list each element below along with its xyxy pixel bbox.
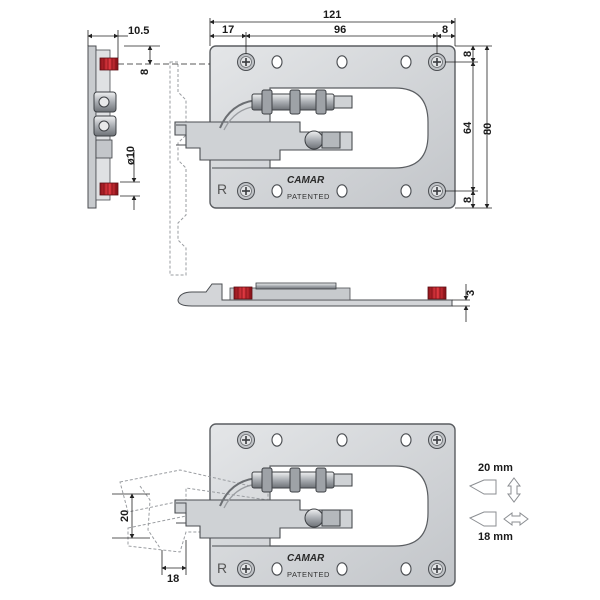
dim-18: 18 — [167, 573, 179, 585]
dim-96: 96 — [334, 24, 346, 36]
screw-icon — [236, 52, 256, 72]
dim-17: 17 — [222, 24, 234, 36]
hole-icon — [400, 433, 412, 447]
r-mark: R — [217, 181, 227, 197]
dim-64: 64 — [462, 121, 474, 134]
lower-dimensions — [112, 493, 187, 575]
hole-icon — [400, 55, 412, 69]
patented-label: PATENTED — [287, 192, 330, 201]
dim-20: 20 — [119, 510, 131, 522]
dashed-cabinet-profile — [169, 61, 187, 276]
threaded-stud-icon — [99, 57, 119, 71]
threaded-stud-icon — [427, 286, 447, 300]
lower-hanger-assembly: R CAMAR PATENTED — [119, 423, 456, 587]
threaded-stud-icon — [233, 286, 253, 300]
dim-8-right-bottom: 8 — [462, 197, 474, 203]
r-mark-lower: R — [217, 560, 227, 576]
screw-icon — [427, 559, 447, 579]
brand-label-lower: CAMAR — [287, 553, 325, 564]
vertical-arrow-icon — [507, 477, 521, 503]
screw-icon — [427, 430, 447, 450]
hole-icon — [271, 184, 283, 198]
horizontal-arrow-icon — [503, 512, 529, 526]
dim-8-top: 8 — [442, 24, 448, 36]
brand-label: CAMAR — [287, 175, 325, 186]
side-view — [87, 45, 119, 209]
vertical-adjust-label: 20 mm — [478, 462, 513, 474]
dim-8-side: 8 — [139, 69, 151, 75]
hole-icon — [400, 184, 412, 198]
dim-121: 121 — [323, 9, 341, 21]
dim-8-right-top: 8 — [462, 51, 474, 57]
horizontal-adjust-label: 18 mm — [478, 531, 513, 543]
screw-icon — [427, 52, 447, 72]
dim-80: 80 — [482, 123, 494, 135]
side-dimensions — [87, 30, 210, 210]
patented-label-lower: PATENTED — [287, 570, 330, 579]
screw-icon — [236, 559, 256, 579]
dim-diameter-10: ø10 — [125, 146, 137, 165]
hole-icon — [271, 562, 283, 576]
screw-icon — [236, 181, 256, 201]
hole-icon — [336, 433, 348, 447]
hole-icon — [271, 433, 283, 447]
profile-view — [177, 282, 453, 307]
screw-icon — [427, 181, 447, 201]
dim-3: 3 — [465, 290, 477, 296]
adjust-legend: 20 mm 18 mm — [468, 462, 529, 543]
hole-icon — [336, 55, 348, 69]
hole-icon — [336, 184, 348, 198]
screwdriver-icon — [468, 479, 497, 527]
profile-dimensions — [452, 284, 470, 322]
threaded-stud-icon — [99, 182, 119, 196]
dim-10-5: 10.5 — [128, 25, 149, 37]
hole-icon — [271, 55, 283, 69]
hole-icon — [400, 562, 412, 576]
top-dimensions — [209, 18, 492, 209]
top-hanger-assembly: R CAMAR PATENTED — [169, 45, 456, 276]
hole-icon — [336, 562, 348, 576]
screw-icon — [236, 430, 256, 450]
